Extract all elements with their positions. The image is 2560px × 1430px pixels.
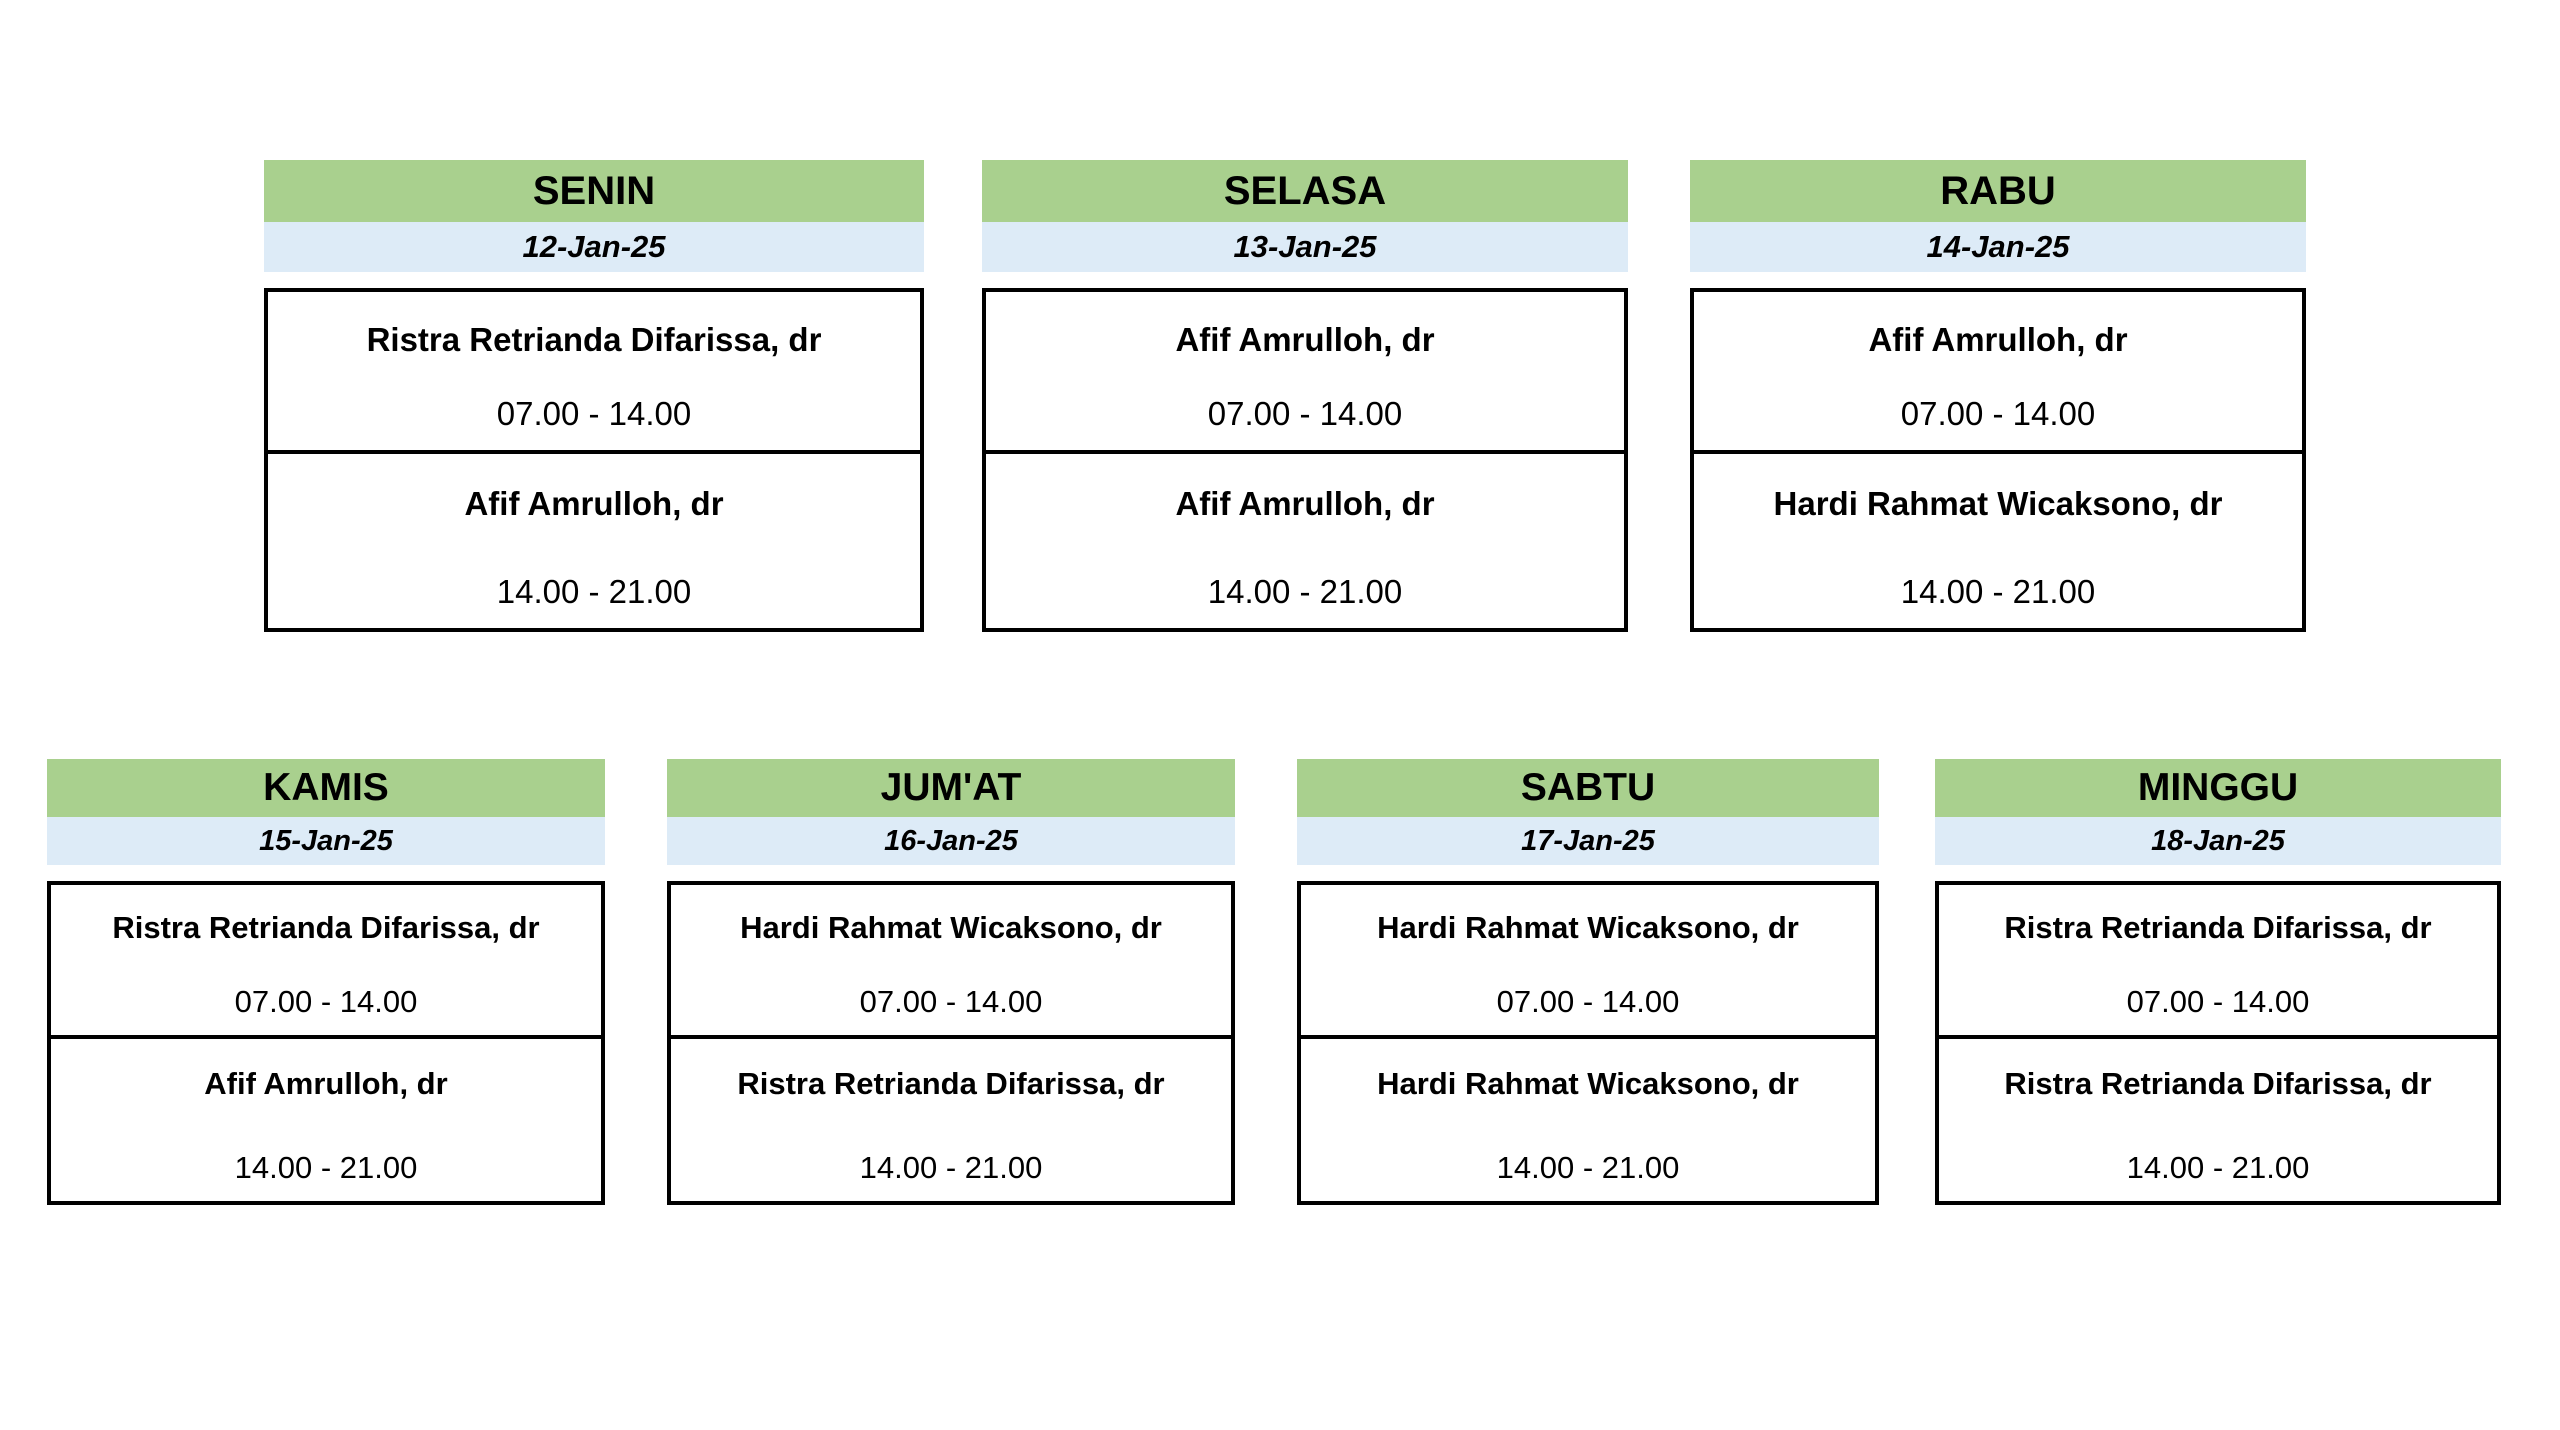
shift-table: Ristra Retrianda Difarissa, dr 07.00 - 1…	[1935, 881, 2501, 1205]
day-name: SENIN	[264, 160, 924, 222]
doctor-name: Ristra Retrianda Difarissa, dr	[112, 910, 540, 945]
doctor-name: Ristra Retrianda Difarissa, dr	[366, 321, 822, 358]
shift-morning: Hardi Rahmat Wicaksono, dr 07.00 - 14.00	[671, 885, 1231, 1035]
day-date: 18-Jan-25	[1935, 817, 2501, 865]
shift-time: 07.00 - 14.00	[234, 984, 418, 1019]
shift-afternoon: Hardi Rahmat Wicaksono, dr 14.00 - 21.00	[1301, 1035, 1875, 1201]
shift-time: 07.00 - 14.00	[1900, 395, 2096, 432]
shift-afternoon: Ristra Retrianda Difarissa, dr 14.00 - 2…	[671, 1035, 1231, 1201]
shift-table: Ristra Retrianda Difarissa, dr 07.00 - 1…	[47, 881, 605, 1205]
shift-time: 07.00 - 14.00	[1207, 395, 1403, 432]
doctor-name: Hardi Rahmat Wicaksono, dr	[1773, 485, 2223, 522]
doctor-name: Ristra Retrianda Difarissa, dr	[2004, 910, 2432, 945]
shift-time: 14.00 - 21.00	[2126, 1150, 2310, 1185]
day-name: SABTU	[1297, 759, 1879, 817]
shift-time: 07.00 - 14.00	[496, 395, 692, 432]
day-date: 16-Jan-25	[667, 817, 1235, 865]
shift-time: 07.00 - 14.00	[1496, 984, 1680, 1019]
day-card-senin: SENIN 12-Jan-25 Ristra Retrianda Difaris…	[264, 160, 924, 632]
doctor-name: Hardi Rahmat Wicaksono, dr	[1377, 910, 1799, 945]
day-date: 15-Jan-25	[47, 817, 605, 865]
day-date: 13-Jan-25	[982, 222, 1628, 272]
day-card-minggu: MINGGU 18-Jan-25 Ristra Retrianda Difari…	[1935, 759, 2501, 1205]
shift-morning: Ristra Retrianda Difarissa, dr 07.00 - 1…	[268, 292, 920, 450]
shift-afternoon: Ristra Retrianda Difarissa, dr 14.00 - 2…	[1939, 1035, 2497, 1201]
day-card-kamis: KAMIS 15-Jan-25 Ristra Retrianda Difaris…	[47, 759, 605, 1205]
shift-time: 14.00 - 21.00	[859, 1150, 1043, 1185]
shift-afternoon: Afif Amrulloh, dr 14.00 - 21.00	[51, 1035, 601, 1201]
doctor-name: Afif Amrulloh, dr	[204, 1066, 448, 1101]
doctor-name: Afif Amrulloh, dr	[1868, 321, 2128, 358]
doctor-name: Hardi Rahmat Wicaksono, dr	[1377, 1066, 1799, 1101]
doctor-name: Ristra Retrianda Difarissa, dr	[737, 1066, 1165, 1101]
shift-time: 14.00 - 21.00	[1900, 573, 2096, 610]
day-card-selasa: SELASA 13-Jan-25 Afif Amrulloh, dr 07.00…	[982, 160, 1628, 632]
day-name: JUM'AT	[667, 759, 1235, 817]
shift-table: Hardi Rahmat Wicaksono, dr 07.00 - 14.00…	[1297, 881, 1879, 1205]
day-date: 12-Jan-25	[264, 222, 924, 272]
shift-table: Hardi Rahmat Wicaksono, dr 07.00 - 14.00…	[667, 881, 1235, 1205]
shift-time: 14.00 - 21.00	[496, 573, 692, 610]
shift-morning: Hardi Rahmat Wicaksono, dr 07.00 - 14.00	[1301, 885, 1875, 1035]
shift-table: Afif Amrulloh, dr 07.00 - 14.00 Hardi Ra…	[1690, 288, 2306, 632]
day-card-sabtu: SABTU 17-Jan-25 Hardi Rahmat Wicaksono, …	[1297, 759, 1879, 1205]
day-card-jumat: JUM'AT 16-Jan-25 Hardi Rahmat Wicaksono,…	[667, 759, 1235, 1205]
shift-time: 14.00 - 21.00	[1496, 1150, 1680, 1185]
shift-afternoon: Afif Amrulloh, dr 14.00 - 21.00	[268, 450, 920, 628]
doctor-name: Hardi Rahmat Wicaksono, dr	[740, 910, 1162, 945]
day-card-rabu: RABU 14-Jan-25 Afif Amrulloh, dr 07.00 -…	[1690, 160, 2306, 632]
shift-afternoon: Afif Amrulloh, dr 14.00 - 21.00	[986, 450, 1624, 628]
shift-table: Afif Amrulloh, dr 07.00 - 14.00 Afif Amr…	[982, 288, 1628, 632]
doctor-name: Ristra Retrianda Difarissa, dr	[2004, 1066, 2432, 1101]
shift-morning: Afif Amrulloh, dr 07.00 - 14.00	[1694, 292, 2302, 450]
shift-afternoon: Hardi Rahmat Wicaksono, dr 14.00 - 21.00	[1694, 450, 2302, 628]
shift-morning: Ristra Retrianda Difarissa, dr 07.00 - 1…	[1939, 885, 2497, 1035]
doctor-name: Afif Amrulloh, dr	[1175, 321, 1435, 358]
day-name: SELASA	[982, 160, 1628, 222]
day-name: KAMIS	[47, 759, 605, 817]
shift-time: 14.00 - 21.00	[234, 1150, 418, 1185]
shift-time: 07.00 - 14.00	[2126, 984, 2310, 1019]
doctor-name: Afif Amrulloh, dr	[1175, 485, 1435, 522]
day-date: 14-Jan-25	[1690, 222, 2306, 272]
shift-morning: Afif Amrulloh, dr 07.00 - 14.00	[986, 292, 1624, 450]
day-name: MINGGU	[1935, 759, 2501, 817]
shift-morning: Ristra Retrianda Difarissa, dr 07.00 - 1…	[51, 885, 601, 1035]
day-name: RABU	[1690, 160, 2306, 222]
shift-time: 14.00 - 21.00	[1207, 573, 1403, 610]
doctor-name: Afif Amrulloh, dr	[464, 485, 724, 522]
shift-table: Ristra Retrianda Difarissa, dr 07.00 - 1…	[264, 288, 924, 632]
shift-time: 07.00 - 14.00	[859, 984, 1043, 1019]
day-date: 17-Jan-25	[1297, 817, 1879, 865]
